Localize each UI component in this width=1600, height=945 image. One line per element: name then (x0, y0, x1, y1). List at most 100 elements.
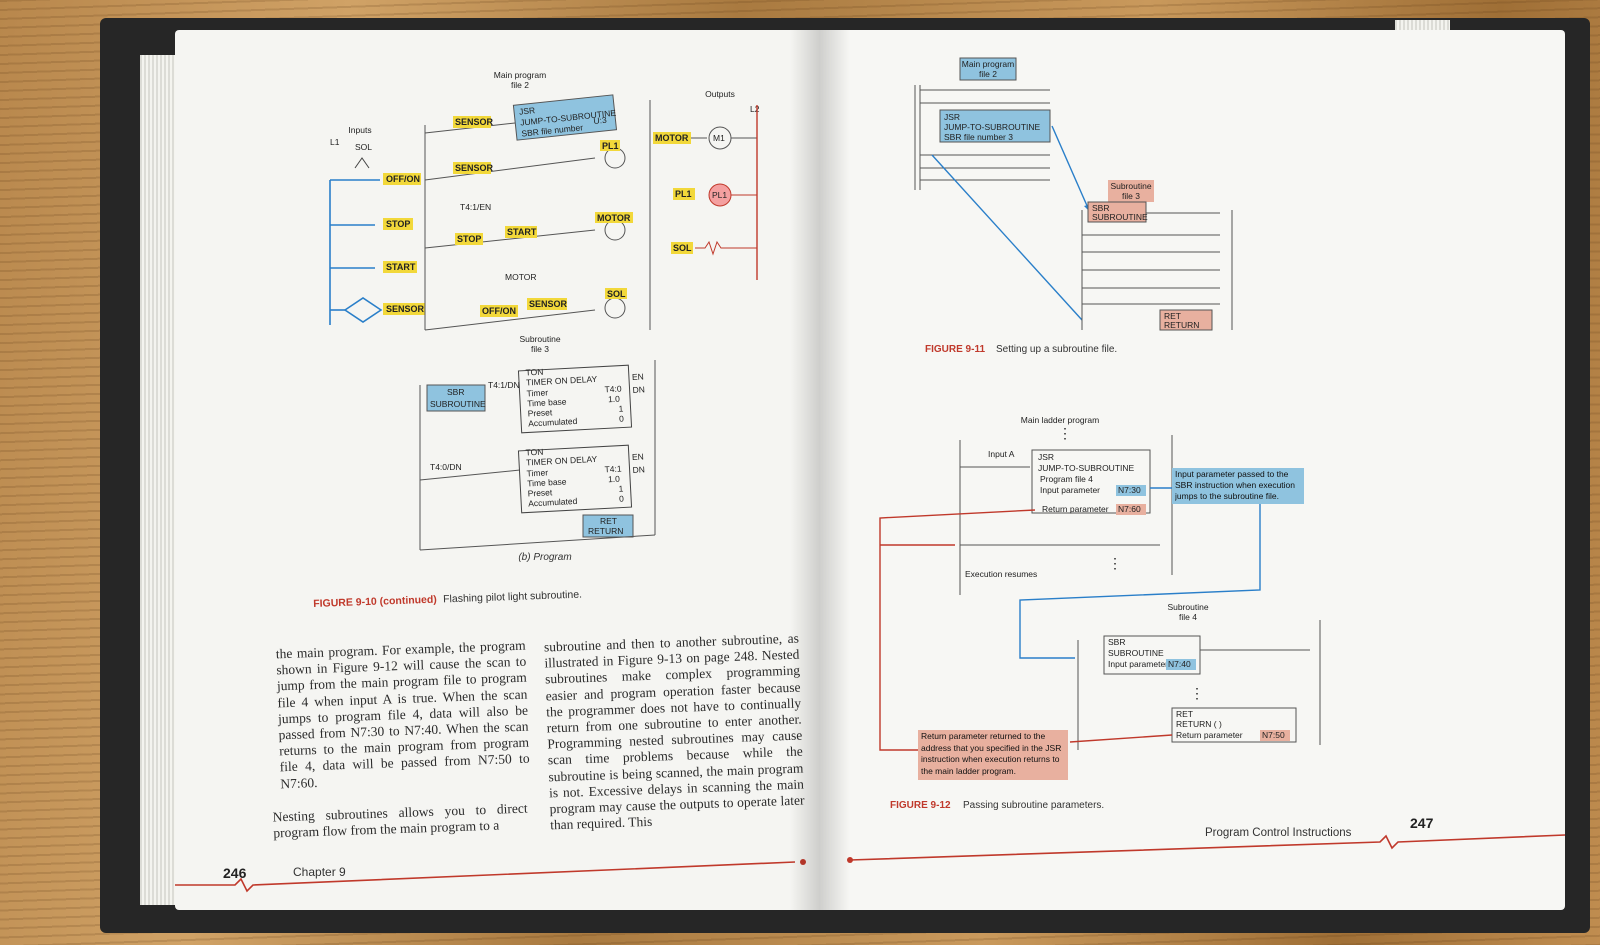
ellipsis-icon-3: ⋮ (1190, 685, 1204, 701)
figure-9-12-caption-text: Passing subroutine parameters. (963, 800, 1104, 811)
left-page: .w{stroke:#444;stroke-width:1.2;fill:non… (175, 30, 820, 910)
footer-rule-right (849, 834, 1565, 861)
ellipsis-icon: ⋮ (1058, 425, 1072, 441)
fig-9-12-ret-box: RET RETURN ( ) Return parameter N7:50 (1171, 707, 1297, 743)
sensor-symbol (343, 297, 383, 323)
svg-text:EN: EN (632, 451, 644, 462)
svg-text:JSR: JSR (519, 105, 536, 117)
execution-resumes-label: Execution resumes (965, 569, 1037, 579)
page-edges-left (140, 55, 180, 905)
fig-9-11-jsr-box: JSR JUMP-TO-SUBROUTINE SBR file number 3 (939, 109, 1051, 143)
inputs-label: Inputs (348, 125, 371, 135)
svg-text:DN: DN (632, 384, 645, 395)
page-number-246: 246 (223, 865, 247, 881)
svg-text:RETURN: RETURN (1164, 320, 1199, 330)
svg-text:OFF/ON: OFF/ON (386, 174, 420, 184)
svg-text:SBR file number 3: SBR file number 3 (944, 132, 1013, 142)
svg-text:U:3: U:3 (593, 115, 607, 126)
ellipsis-icon-2: ⋮ (1108, 555, 1122, 571)
svg-text:N7:50: N7:50 (1262, 730, 1285, 740)
svg-text:Timer: Timer (526, 467, 548, 478)
svg-text:TIMER ON DELAY: TIMER ON DELAY (526, 454, 598, 468)
fig-9-11-ret-box: RET RETURN (1159, 309, 1213, 331)
svg-text:JSR: JSR (944, 112, 960, 122)
svg-text:Input parameter: Input parameter (1040, 485, 1100, 495)
timer-t40: TON TIMER ON DELAY Timer T4:0 Time base … (517, 364, 645, 434)
svg-text:EN: EN (632, 371, 644, 382)
svg-text:RETURN: RETURN (588, 526, 623, 536)
svg-text:SUBROUTINE: SUBROUTINE (1108, 648, 1164, 658)
input-a-label: Input A (988, 449, 1015, 459)
sbr-box: SBR SUBROUTINE (426, 384, 486, 412)
svg-text:Program file 4: Program file 4 (1040, 474, 1093, 484)
page-number-247: 247 (1410, 815, 1434, 831)
svg-text:JUMP-TO-SUBROUTINE: JUMP-TO-SUBROUTINE (944, 122, 1041, 132)
sol-label: SOL (355, 142, 372, 152)
svg-text:Accumulated: Accumulated (528, 496, 578, 509)
svg-text:RET: RET (600, 516, 617, 526)
return-param-note: Return parameter returned to the address… (918, 730, 1068, 780)
svg-text:RET: RET (1164, 311, 1181, 321)
svg-text:T4:1: T4:1 (604, 464, 622, 475)
footer-rule (175, 861, 796, 893)
svg-text:1: 1 (618, 403, 624, 413)
fig-9-11-sbr-box: SBR SUBROUTINE (1087, 201, 1148, 223)
sol-tag-ladder: SOL (607, 289, 626, 299)
svg-text:1.0: 1.0 (608, 474, 621, 485)
svg-text:Preset: Preset (527, 407, 553, 418)
svg-text:JUMP-TO-SUBROUTINE: JUMP-TO-SUBROUTINE (1038, 463, 1135, 473)
main-ladder-label: Main ladder program (1021, 415, 1099, 425)
motor-tag-ladder: MOTOR (597, 213, 631, 223)
input-param-note: Input parameter passed to the SBR instru… (1172, 468, 1304, 504)
svg-text:N7:60: N7:60 (1118, 504, 1141, 514)
outputs-label: Outputs (705, 89, 735, 99)
svg-text:DN: DN (632, 464, 645, 475)
svg-text:SUBROUTINE: SUBROUTINE (430, 399, 486, 409)
pl1-output-tag: PL1 (675, 189, 692, 199)
svg-text:SBR: SBR (447, 387, 464, 397)
sub-caption: (b) Program (518, 552, 571, 563)
svg-text:TON: TON (525, 367, 543, 378)
figure-9-11-caption-label: FIGURE 9-11 (925, 344, 985, 355)
pl1-tag-ladder: PL1 (602, 141, 619, 151)
svg-text:Time base: Time base (527, 476, 567, 488)
pl1-lamp-label: PL1 (712, 190, 727, 200)
svg-text:1.0: 1.0 (608, 394, 621, 405)
svg-text:Return parameter: Return parameter (1042, 504, 1109, 514)
svg-text:TON: TON (525, 447, 543, 458)
svg-text:JSR: JSR (1038, 452, 1054, 462)
body-column-2: subroutine and then to another subroutin… (543, 630, 805, 833)
svg-text:SENSOR: SENSOR (386, 304, 425, 314)
figure-9-10: .w{stroke:#444;stroke-width:1.2;fill:non… (175, 70, 806, 893)
rail-l2: L2 (750, 104, 760, 114)
offon-tag: OFF/ON (482, 306, 516, 316)
svg-text:1: 1 (618, 483, 624, 493)
ret-box: RET RETURN (582, 514, 634, 538)
body-column-1: the main program. For example, the progr… (275, 637, 530, 791)
svg-text:Time base: Time base (527, 396, 567, 408)
motor-output-tag: MOTOR (655, 133, 689, 143)
svg-text:Timer: Timer (526, 387, 548, 398)
figure-9-12-caption-label: FIGURE 9-12 (890, 800, 951, 811)
right-page: .w{stroke:#555;stroke-width:1;fill:none}… (820, 30, 1565, 910)
svg-text:N7:30: N7:30 (1118, 485, 1141, 495)
svg-text:START: START (386, 262, 416, 272)
stop-tag: STOP (457, 234, 481, 244)
svg-text:SBR: SBR (1092, 203, 1109, 213)
fig-9-12-jsr-box: JSR JUMP-TO-SUBROUTINE Program file 4 In… (1031, 449, 1151, 515)
svg-text:Return parameter: Return parameter (1176, 730, 1243, 740)
rail-l1: L1 (330, 137, 340, 147)
svg-text:RETURN ( ): RETURN ( ) (1176, 719, 1222, 729)
t41dn-label: T4:1/DN (488, 380, 520, 390)
start-tag: START (507, 227, 537, 237)
svg-text:Input parameter: Input parameter (1108, 659, 1168, 669)
svg-text:Preset: Preset (527, 487, 553, 498)
svg-text:Accumulated: Accumulated (528, 416, 578, 429)
motor-contact: MOTOR (505, 272, 536, 282)
